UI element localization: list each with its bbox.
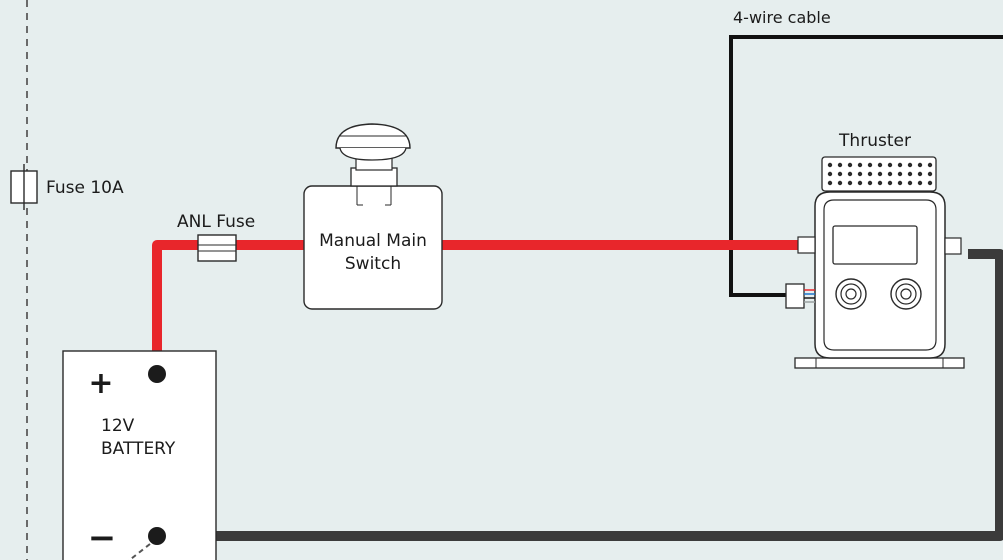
thruster-motor-icon <box>785 156 965 369</box>
positive-wire <box>152 240 798 374</box>
anl-fuse-icon <box>197 234 237 262</box>
battery-icon <box>62 350 217 560</box>
thruster-label: Thruster <box>838 131 911 151</box>
switch-label-line2: Switch <box>345 254 401 274</box>
cable-label: 4-wire cable <box>733 8 831 27</box>
battery-positive-terminal <box>148 365 166 383</box>
battery-name-label: BATTERY <box>101 439 176 459</box>
thruster-grille <box>827 162 933 186</box>
switch-label-line1: Manual Main <box>319 231 427 251</box>
fuse-10a-label: Fuse 10A <box>46 178 124 198</box>
battery-voltage-label: 12V <box>101 416 135 436</box>
manual-main-switch-icon <box>303 123 443 310</box>
battery-plus-sign: + <box>88 366 113 401</box>
battery-minus-sign: − <box>88 518 117 558</box>
negative-wire <box>157 249 1003 541</box>
battery-negative-terminal <box>148 527 166 545</box>
four-wire-cable <box>729 35 1003 297</box>
fuse-10a-icon <box>10 164 38 210</box>
anl-fuse-label: ANL Fuse <box>177 212 255 232</box>
